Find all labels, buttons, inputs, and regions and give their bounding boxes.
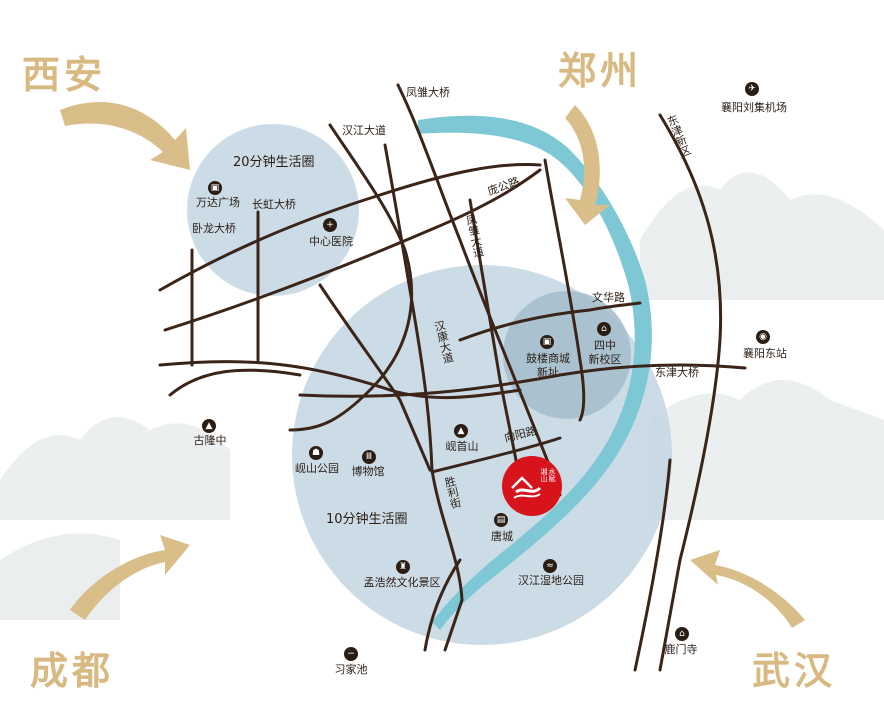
school-icon: ⌂	[597, 322, 611, 336]
ring-10-title: 10分钟生活圈	[326, 512, 408, 527]
place-xianshan-park: 岘山公园	[295, 462, 339, 475]
arrow-wuhan	[690, 550, 805, 628]
place-east-station: 襄阳东站	[743, 347, 787, 360]
logo-text-a: 湘山	[540, 468, 548, 482]
arrow-zhengzhou	[565, 105, 610, 225]
place-center-hospital: 中心医院	[309, 235, 353, 248]
project-logo: 湘山 水赋	[502, 456, 562, 516]
city-wuhan: 武汉	[752, 648, 837, 693]
han-river	[418, 115, 652, 631]
road-dongjin-bridge: 东津大桥	[655, 366, 699, 379]
arrow-chengdu	[70, 535, 190, 620]
place-menghaoran: 孟浩然文化景区	[363, 576, 441, 589]
place-museum: 博物馆	[351, 465, 385, 478]
mall-icon: ▣	[540, 335, 554, 349]
place-wolong: 卧龙大桥	[192, 222, 236, 235]
place-gulou-2: 新址	[537, 366, 559, 379]
place-xianshoushan: 岘首山	[445, 440, 479, 453]
city-zhengzhou: 郑州	[558, 48, 643, 93]
wetland-icon: ≈	[543, 559, 557, 573]
road-fengchu-bridge: 凤雏大桥	[406, 86, 450, 99]
city-chengdu: 成都	[30, 648, 115, 693]
direction-arrows	[60, 101, 805, 628]
logo-mark-icon	[511, 476, 542, 499]
place-tangcheng: 唐城	[491, 530, 513, 543]
ring-20-title: 20分钟生活圈	[233, 155, 315, 170]
temple-icon: ⌂	[675, 627, 689, 641]
place-airport: 襄阳刘集机场	[721, 101, 787, 114]
place-wanda: 万达广场	[196, 196, 240, 209]
landmark-icon: ▲	[202, 419, 216, 433]
park-icon: ☗	[309, 446, 323, 460]
mountain-icon: ▲	[454, 424, 468, 438]
road-wenhua: 文华路	[592, 291, 625, 304]
hospital-icon: +	[323, 218, 337, 232]
place-sizhong-1: 四中	[594, 339, 616, 352]
pond-icon: −	[344, 647, 358, 661]
place-xijiachi: 习家池	[334, 663, 368, 676]
roads	[158, 83, 747, 672]
place-gulou-1: 鼓楼商城	[526, 352, 570, 365]
airplane-icon: ✈	[745, 82, 759, 96]
city-icon: ▤	[494, 513, 508, 527]
scenic-icon: ♜	[396, 560, 410, 574]
road-changhong: 长虹大桥	[252, 198, 296, 211]
place-gulongzhong: 古隆中	[193, 434, 227, 447]
museum-icon: Ⅲ	[362, 450, 376, 464]
city-xian: 西安	[22, 52, 107, 97]
train-station-icon: ◉	[756, 330, 770, 344]
arrow-xian	[60, 101, 190, 170]
road-hanjiang-ave: 汉江大道	[342, 124, 386, 137]
place-wetland: 汉江湿地公园	[518, 574, 584, 587]
mall-icon: ▣	[208, 181, 222, 195]
place-lumen: 鹿门寺	[664, 643, 698, 656]
place-sizhong-2: 新校区	[588, 353, 622, 366]
logo-text-b: 水赋	[548, 468, 556, 482]
